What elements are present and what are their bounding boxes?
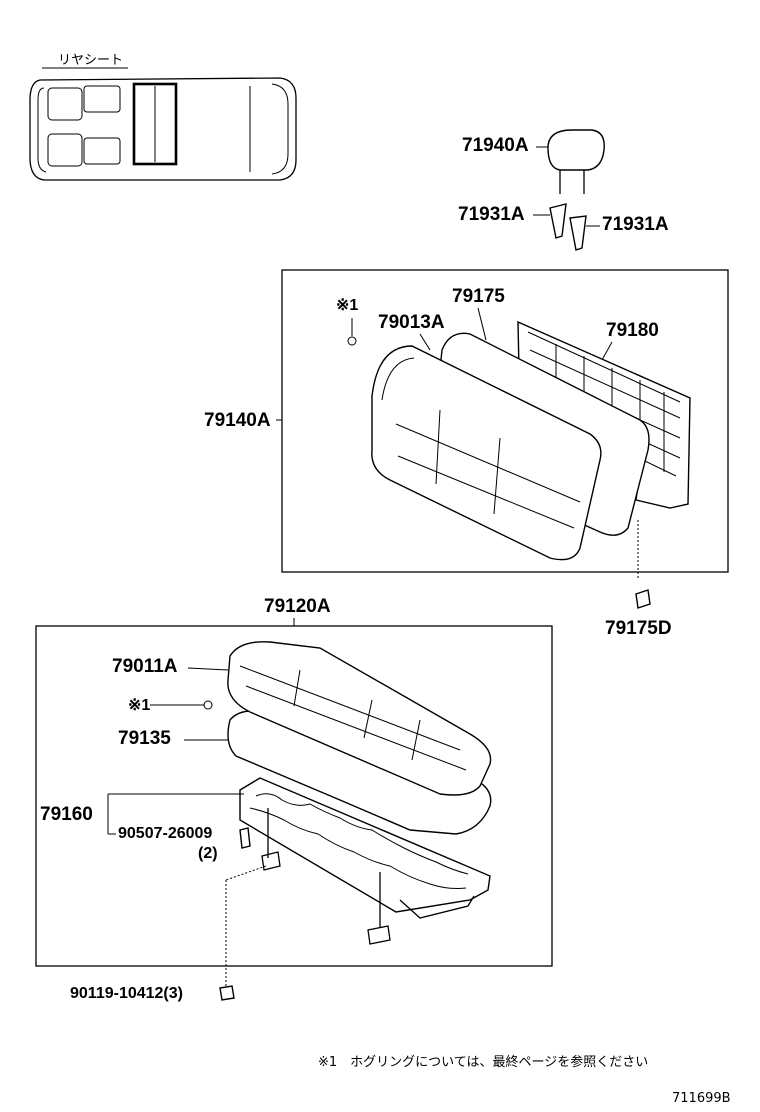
label-90507-qty: (2) [198, 845, 218, 862]
label-71940A: 71940A [462, 135, 529, 156]
label-79175: 79175 [452, 286, 505, 307]
label-79140A: 79140A [204, 410, 271, 431]
cover-outline [371, 345, 602, 561]
cover-top-stitch-v [293, 669, 421, 761]
mark-back: ※1 [336, 297, 358, 314]
cover-stitch-v [435, 409, 501, 515]
leader-79013A [419, 333, 431, 351]
mark-cushion: ※1 [128, 697, 150, 714]
label-71931A-right: 71931A [602, 214, 669, 235]
label-79175D: 79175D [605, 618, 672, 639]
mid-seat-left [83, 85, 121, 113]
vehicle-inset: リヤシート [29, 53, 297, 181]
hogring-cushion-icon [203, 700, 213, 710]
label-79160: 79160 [40, 804, 93, 825]
headrest-guide-left [549, 203, 567, 239]
leader-90119-dashed-a [225, 865, 267, 881]
label-79011A: 79011A [112, 656, 178, 677]
vehicle-outline [29, 77, 297, 181]
label-79135: 79135 [118, 728, 171, 749]
footnote-hogring: ※1 ホグリングについては、最終ページを参照ください [318, 1054, 648, 1070]
seatback-cover [371, 345, 602, 561]
frame-tray [239, 777, 491, 913]
frame-rear-bracket [399, 895, 475, 919]
seatback-assembly: 79140A ※1 79175 79013A 79180 [204, 269, 729, 578]
cover-bolster [381, 357, 415, 401]
headrest-shape [547, 129, 605, 171]
leader-79180 [601, 341, 613, 361]
cushion-frame [239, 777, 491, 945]
label-90507: 90507-26009 [118, 825, 212, 842]
label-79120A: 79120A [264, 596, 331, 617]
seatback-box [281, 269, 729, 573]
label-71931A-left: 71931A [458, 204, 525, 225]
front-seat-left [47, 87, 83, 121]
leader-79011A [187, 667, 229, 671]
leader-79175 [477, 307, 487, 341]
headrest-guide-right [569, 215, 587, 251]
label-79013A: 79013A [378, 312, 445, 333]
frame-leg-front [367, 872, 391, 945]
label-79180: 79180 [606, 320, 659, 341]
vehicle-front-curve [37, 87, 47, 173]
cover-stitch-h [395, 423, 581, 529]
inset-label: リヤシート [58, 53, 123, 68]
frame-leg-left [261, 808, 281, 871]
bolt-90507-icon [239, 827, 251, 849]
cushion-assembly: 79120A 79011A ※1 79135 79160 90507-2600 [35, 596, 553, 986]
hogring-back-icon [347, 336, 357, 346]
frame-spring-2 [249, 807, 467, 889]
mid-seat-right [83, 137, 121, 165]
cover-top-stitch-h [239, 665, 467, 771]
figure-id: 711699B [672, 1091, 731, 1106]
label-90119: 90119-10412(3) [70, 985, 183, 1002]
clip-79175D-icon [635, 589, 651, 609]
headrest-group: 71940A 71931A 71931A [458, 129, 669, 251]
frame-spring-1 [255, 793, 469, 875]
leader-79160 [107, 793, 244, 835]
front-seat-right [47, 133, 83, 167]
cushion-box [35, 625, 553, 967]
vehicle-rear-curve [271, 83, 289, 175]
bolt-90119-icon [219, 985, 235, 1001]
cushion-cover [227, 641, 492, 796]
cover-top-outline [227, 641, 492, 796]
